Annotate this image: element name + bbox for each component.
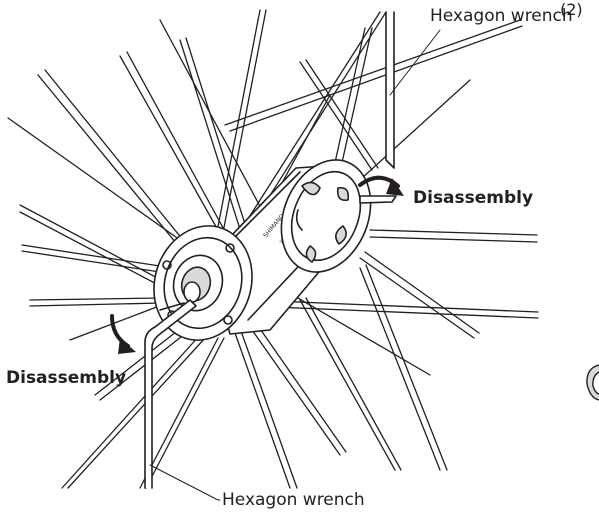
disassembly-label-right: Disassembly [413,188,534,208]
step-number: (2) [560,0,583,19]
disassembly-arrow-left [110,314,136,354]
hexagon-wrench-top [385,11,395,169]
wrench-label-bottom: Hexagon wrench [222,490,365,510]
leader-lines [149,29,441,501]
wrench-label-top: Hexagon wrench [430,6,573,26]
hexagon-wrench-left [144,299,197,489]
disassembly-arrow-right [358,175,404,196]
disassembly-label-left: Disassembly [6,368,127,388]
right-flange [280,159,397,273]
spokes [7,9,539,489]
partial-hub-edge [586,364,599,401]
